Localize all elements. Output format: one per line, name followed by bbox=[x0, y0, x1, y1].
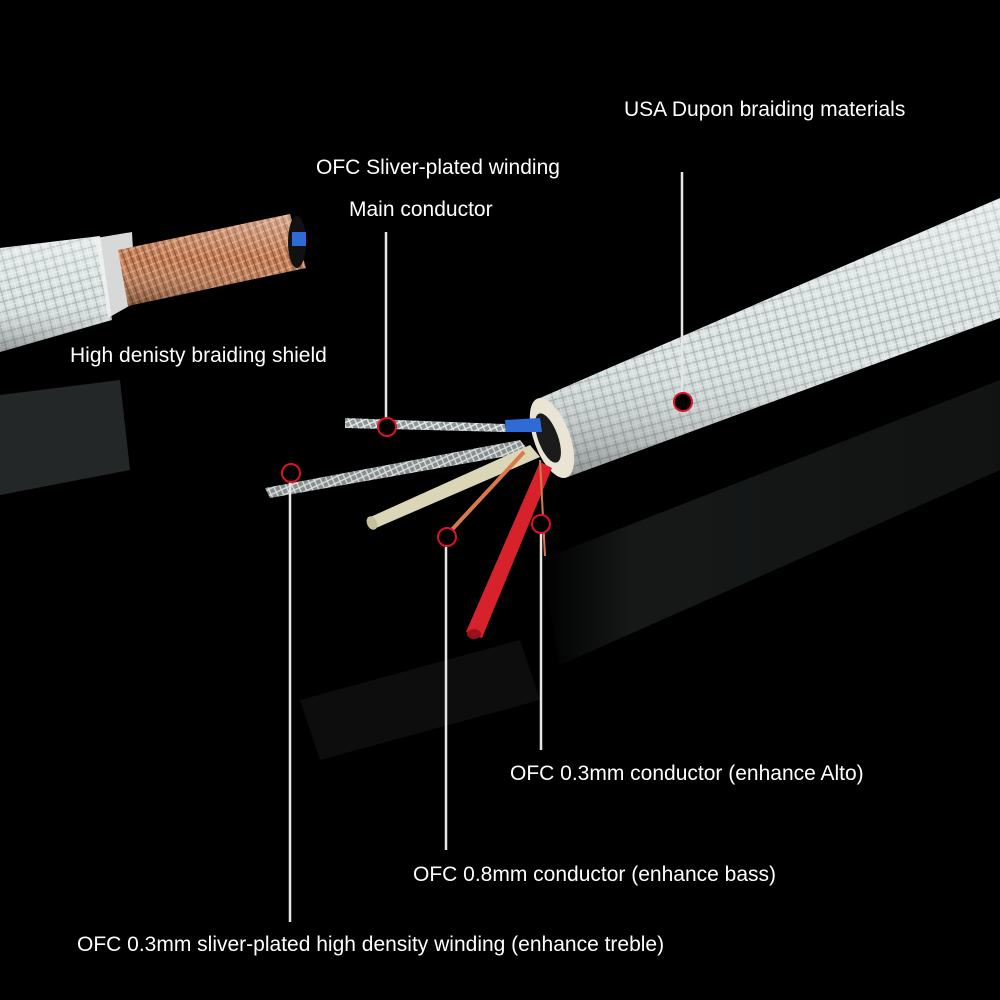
label-dupon-braiding: USA Dupon braiding materials bbox=[624, 98, 906, 121]
label-braiding-shield: High denisty braiding shield bbox=[70, 344, 327, 367]
label-sliver-winding: OFC Sliver-plated winding bbox=[316, 156, 560, 179]
label-alto-conductor: OFC 0.3mm conductor (enhance Alto) bbox=[510, 762, 864, 785]
right-cable-jacket bbox=[529, 198, 1000, 478]
inner-conductors bbox=[265, 418, 552, 639]
callout-marker-icon bbox=[377, 417, 397, 437]
label-main-conductor: Main conductor bbox=[349, 198, 493, 221]
leader-lines bbox=[288, 172, 684, 922]
left-cable bbox=[0, 214, 306, 352]
callout-marker-icon bbox=[531, 514, 551, 534]
callout-marker-icon bbox=[437, 527, 457, 547]
label-bass-conductor: OFC 0.8mm conductor (enhance bass) bbox=[413, 863, 776, 886]
callout-marker-icon bbox=[281, 463, 301, 483]
callout-marker-icon bbox=[673, 392, 693, 412]
label-treble-winding: OFC 0.3mm sliver-plated high density win… bbox=[77, 933, 665, 956]
surface-reflection bbox=[0, 380, 1000, 760]
callout-markers bbox=[281, 392, 693, 547]
